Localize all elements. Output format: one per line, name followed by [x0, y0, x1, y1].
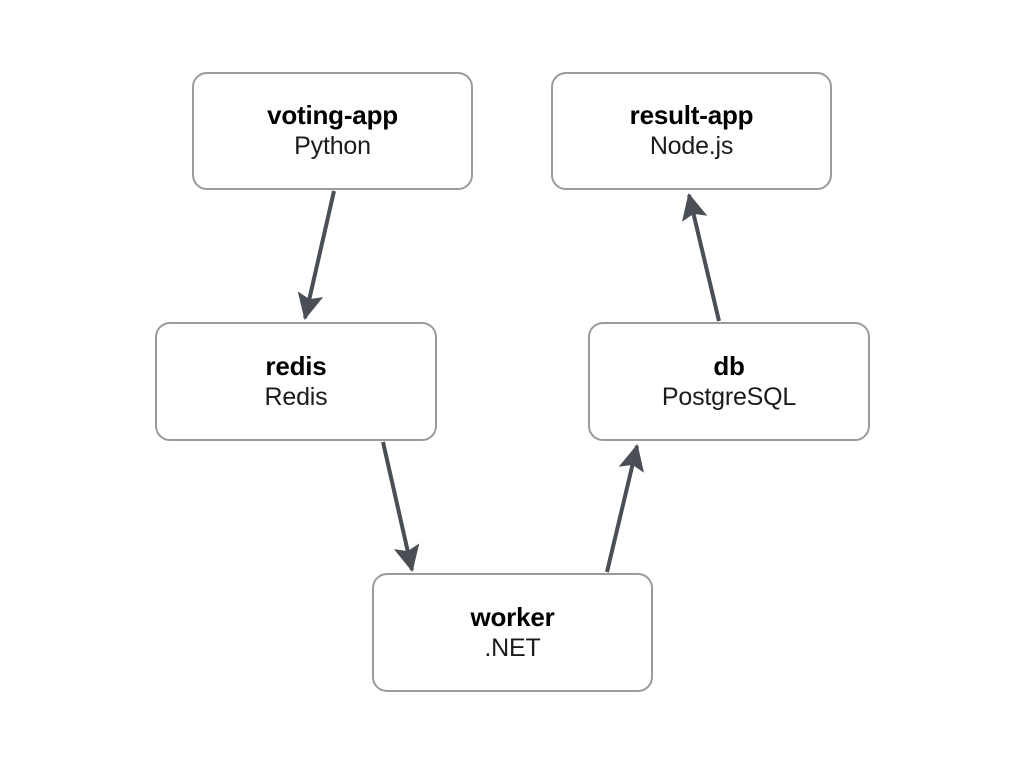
edge-redis-to-worker: [381, 441, 420, 572]
node-redis[interactable]: redis Redis: [155, 322, 437, 441]
node-subtitle: Redis: [264, 382, 328, 411]
node-db[interactable]: db PostgreSQL: [588, 322, 870, 441]
node-worker[interactable]: worker .NET: [372, 573, 653, 692]
node-subtitle: Python: [294, 132, 371, 161]
edge-voting-app-to-redis: [297, 190, 336, 320]
node-title: result-app: [629, 100, 754, 131]
node-subtitle: PostgreSQL: [661, 382, 797, 411]
node-title: worker: [470, 601, 555, 632]
node-title: db: [713, 350, 745, 381]
node-title: voting-app: [267, 100, 398, 131]
edge-worker-to-db: [605, 444, 644, 573]
node-voting-app[interactable]: voting-app Python: [192, 72, 473, 190]
node-title: redis: [265, 350, 327, 381]
edge-db-to-result-app: [682, 193, 721, 322]
node-subtitle: Node.js: [649, 132, 734, 161]
node-result-app[interactable]: result-app Node.js: [551, 72, 832, 190]
node-subtitle: .NET: [484, 633, 541, 662]
